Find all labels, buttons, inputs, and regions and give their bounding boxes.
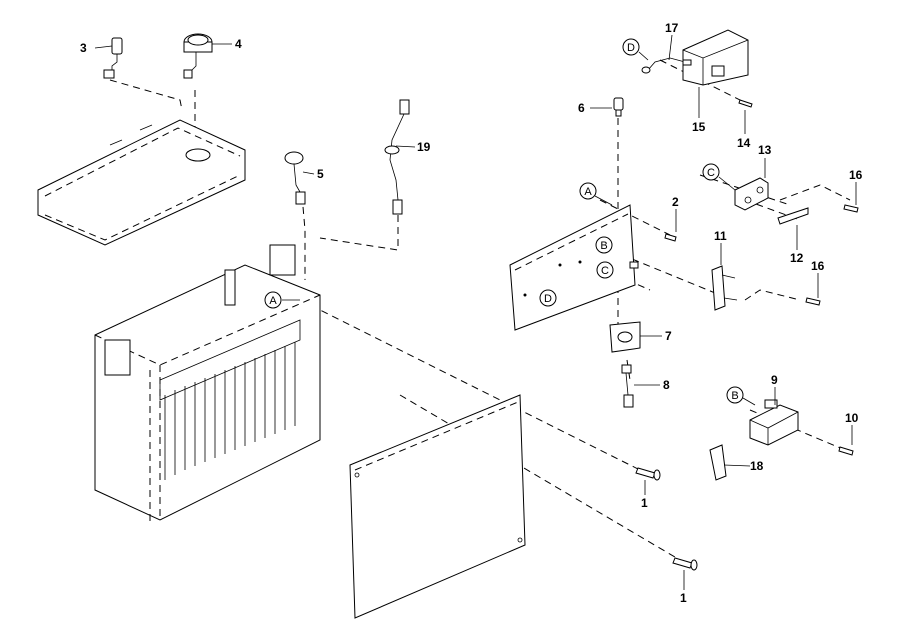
ref-c-module: C [707,167,715,179]
battery-box [94,244,321,525]
connector-3 [103,37,123,79]
ref-c-plate: C [601,265,609,277]
callout-1-upper: 1 [641,496,648,510]
callout-16-lower: 16 [811,259,825,273]
screw-1-upper [635,467,661,481]
callout-2: 2 [672,195,679,209]
contactor-9 [749,399,799,446]
connector-8 [621,364,634,408]
module-13 [734,177,769,211]
screw-14 [738,99,753,108]
callout-3: 3 [80,41,87,55]
callout-16-upper: 16 [849,168,863,182]
callout-13: 13 [758,143,772,157]
ref-a-plate: A [584,186,592,198]
screw-2 [664,233,677,242]
callout-7: 7 [665,329,672,343]
callout-1-lower: 1 [680,591,687,605]
leader-lines [94,34,857,590]
callout-15: 15 [692,120,706,134]
battery-tray-cover [37,119,246,246]
screw-16-upper [843,204,859,213]
callout-14: 14 [737,136,751,150]
callout-6: 6 [578,101,585,115]
callout-8: 8 [663,378,670,392]
part-number-callouts: 3 4 5 19 17 6 15 14 13 16 2 11 12 16 7 8… [80,21,863,605]
screw-1-lower [672,557,698,571]
fuse-holder-11 [711,265,738,311]
harness-17 [641,57,692,74]
screw-10 [838,446,854,456]
ref-a-battery: A [269,295,277,307]
controller-module-15 [682,29,749,86]
connector-5 [284,151,306,205]
callout-18: 18 [750,459,764,473]
callout-4: 4 [235,37,242,51]
ref-b-contactor: B [731,390,738,402]
harness-19 [384,99,410,215]
ref-d-harness: D [627,42,635,54]
callout-10: 10 [845,411,859,425]
callout-12: 12 [790,251,804,265]
callout-9: 9 [771,373,778,387]
callout-5: 5 [317,167,324,181]
battery-cells [164,342,296,480]
ref-b-plate: B [600,240,607,252]
screw-16-lower [805,297,821,306]
ref-d-plate: D [544,293,552,305]
callout-11: 11 [714,229,727,243]
side-cover-panel [349,394,526,619]
mounting-plate [509,204,639,331]
reference-letter-callouts: A D C A B C D B [264,38,744,404]
callout-19: 19 [417,140,431,154]
knob-6 [613,97,624,117]
callout-17: 17 [665,21,679,35]
current-sensor-7 [609,321,641,353]
bracket-18 [709,444,727,481]
battery-gauge-4 [183,33,213,79]
bracket-12 [777,207,809,225]
